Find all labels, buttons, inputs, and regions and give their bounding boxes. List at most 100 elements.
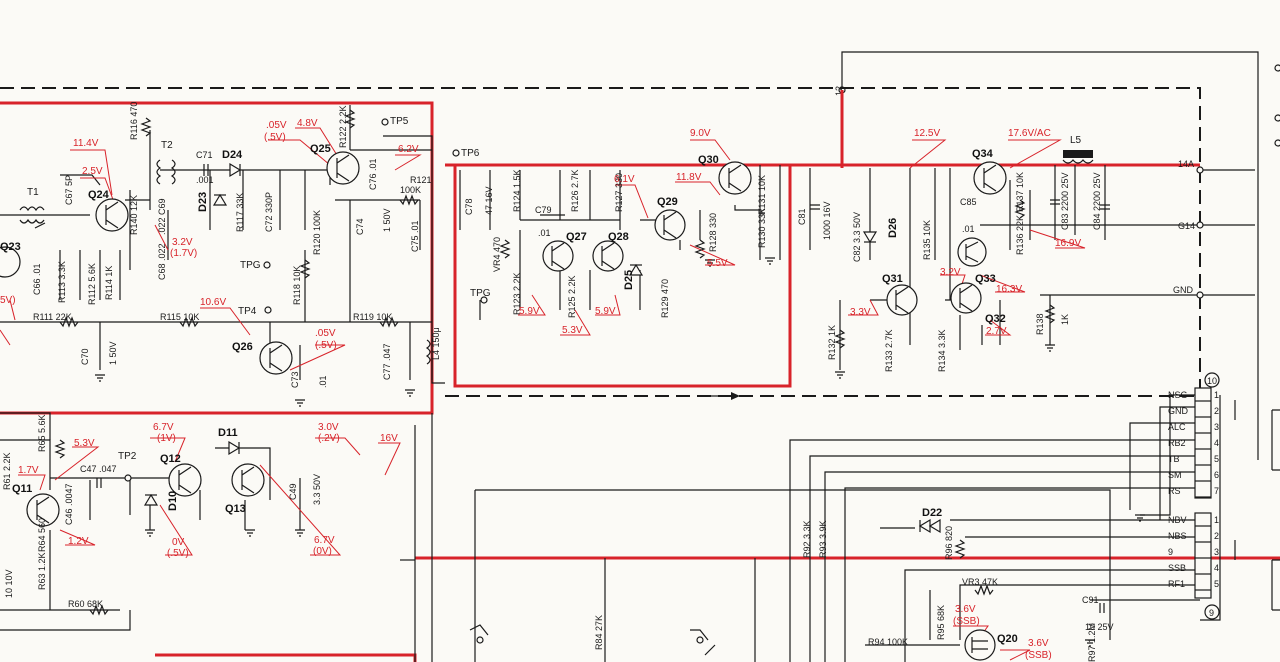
voltage-11-4v: 11.4V [73, 138, 99, 149]
label-c84: C84 2200 25V [1092, 172, 1102, 230]
rail-node-12: 12 [834, 86, 844, 96]
label-q11: Q11 [12, 483, 32, 495]
label-r61: R61 2.2K [2, 452, 12, 490]
connector_9-pin-number: 2 [1214, 531, 1219, 541]
connector_10-pin-number: 3 [1214, 422, 1219, 432]
label-r63: R63 1.2K [37, 552, 47, 590]
label-r65: R65 5.6K [37, 414, 47, 452]
connector_9-pin-label: NBS [1168, 531, 1187, 541]
label-tp5: TP5 [390, 116, 409, 127]
label-c75: C75 .01 [410, 220, 420, 252]
label-c72: C72 330P [264, 192, 274, 232]
label-c73-value: .01 [318, 375, 328, 388]
label-q12: Q12 [160, 453, 181, 465]
voltage-5-3v-b: 5.3V [74, 438, 95, 449]
label-r132: R132 1K [827, 325, 837, 360]
label-c74-value: 1 50V [382, 208, 392, 232]
label-tpg-1: TPG [240, 260, 261, 271]
label-q20: Q20 [997, 633, 1018, 645]
label-c49-value: 3.3 50V [312, 474, 322, 505]
label-r126: R126 2.7K [570, 169, 580, 212]
label-r95: R95 68K [936, 605, 946, 640]
label-c70: C70 [80, 348, 90, 365]
voltage-5-3v: 5.3V [562, 325, 583, 336]
label-r129: R129 470 [660, 279, 670, 318]
label-c82: C82 3.3 50V [852, 212, 862, 262]
transistor-q23-symbol [0, 246, 21, 278]
label-c67: C67 5P [64, 175, 74, 205]
voltage-3-6v-b: 3.6V [1028, 638, 1049, 649]
label-d25: D25 [623, 270, 635, 290]
transistor-q20-symbol [964, 629, 996, 661]
label-r121-value: 100K [400, 185, 421, 195]
label-vr4: VR4 470 [492, 237, 502, 272]
label-q31: Q31 [882, 273, 903, 285]
transistor-q34-symbol [973, 161, 1007, 195]
connector_9-pin-number: 1 [1214, 515, 1219, 525]
connector_9-pin-label: NBV [1168, 515, 1187, 525]
voltage-16v: 16V [380, 433, 398, 444]
label-r120: R120 100K [312, 210, 322, 255]
voltage-3-0v: 3.0V [318, 422, 339, 433]
transistor-q11-symbol [26, 493, 60, 527]
label-q24: Q24 [88, 189, 110, 201]
connector_9-pin-number: 3 [1214, 547, 1219, 557]
connector_9-pin-number: 4 [1214, 563, 1219, 573]
label-r140: R140 12K [129, 195, 139, 235]
label-t2: T2 [161, 140, 173, 151]
label-r123: R123 2.2K [512, 272, 522, 315]
connector_9-pin-label: RF1 [1168, 579, 1185, 589]
label-tp4: TP4 [238, 306, 257, 317]
label-vr3: VR3 47K [962, 577, 998, 587]
label-c91-value: 10 25V [1085, 622, 1114, 632]
label-r94: R94 100K [868, 637, 908, 647]
connector-9-number: 9 [1209, 608, 1214, 618]
label-q27: Q27 [566, 231, 587, 243]
inductor-l5-core [1063, 150, 1093, 158]
connector_9-pin-number: 5 [1214, 579, 1219, 589]
net-g14: G14 [1178, 221, 1195, 231]
voltage-0v-paren: (0V) [313, 546, 332, 557]
transistor-q33-symbol [957, 237, 987, 267]
voltage-6-7v: 6.7V [153, 422, 174, 433]
transistor-q25-symbol [326, 151, 360, 185]
transistor-q12-symbol [168, 463, 202, 497]
connector_9-pin-label: SSB [1168, 563, 1186, 573]
voltage-5v-left: 5V) [0, 295, 16, 306]
voltage-17-6v-ac: 17.6V/AC [1008, 128, 1051, 139]
label-d22: D22 [922, 507, 942, 519]
connector_10-pin-label: RS [1168, 486, 1181, 496]
transistor-q24-symbol [95, 198, 129, 232]
voltage-9-0v: 9.0V [690, 128, 711, 139]
voltage-6-2v: 6.2V [398, 144, 419, 155]
connector_10-pin-number: 2 [1214, 406, 1219, 416]
label-r130: R130 33K [757, 208, 767, 248]
connector-10-number: 10 [1207, 376, 1217, 386]
label-q29: Q29 [657, 196, 678, 208]
connector_10-pin-label: GND [1168, 406, 1189, 416]
voltage-12-5v: 12.5V [914, 128, 940, 139]
voltage-10-6v: 10.6V [200, 297, 226, 308]
voltage-3-2v-b: 3.2V [940, 267, 961, 278]
voltage-05v: .05V [266, 120, 287, 131]
label-c70-value: 1 50V [108, 341, 118, 365]
connector_10-pin-number: 6 [1214, 470, 1219, 480]
label-q28: Q28 [608, 231, 629, 243]
voltage-2-7v: 2.7V [986, 326, 1007, 337]
label-r128: R128 330 [708, 213, 718, 252]
label-r117: R117 33K [235, 193, 245, 232]
voltage-5-5v: 5.5V [707, 258, 728, 269]
voltage-5-9v-b: 5.9V [595, 306, 616, 317]
label-r125: R125 2.2K [567, 275, 577, 318]
transistor-q13-symbol [231, 463, 265, 497]
voltage-3-2v: 3.2V [172, 237, 193, 248]
net-14a: 14A [1178, 159, 1194, 169]
label-q13: Q13 [225, 503, 246, 515]
label-r124: R124 1.5K [512, 169, 522, 212]
voltage-2v-paren: (.2V) [318, 433, 340, 444]
board-outline-middle [453, 165, 792, 388]
connector_10-pin-number: 1 [1214, 390, 1219, 400]
voltage-16-3v: 16.3V [996, 284, 1022, 295]
